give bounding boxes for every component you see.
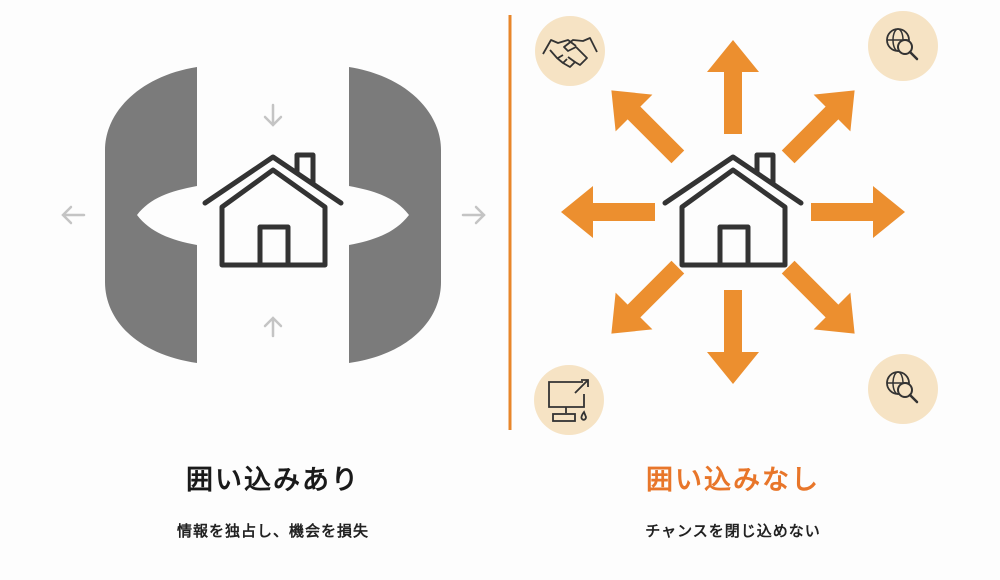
handshake-icon — [535, 16, 605, 86]
small-arrow-right-icon — [461, 205, 486, 225]
open-subtitle: チャンスを閉じ込めない — [645, 522, 821, 540]
arrow-up-right-icon — [769, 71, 874, 176]
right-wall — [349, 67, 441, 363]
enclosed-title: 囲い込みあり — [186, 465, 360, 496]
small-arrow-down-icon — [263, 103, 283, 127]
house-icon — [205, 155, 341, 265]
arrow-up-left-icon — [592, 71, 697, 176]
small-arrow-left-icon — [61, 205, 86, 225]
outward-arrows — [561, 40, 905, 384]
open-diagram — [534, 11, 938, 435]
house-icon — [665, 155, 801, 265]
arrow-down-icon — [707, 290, 759, 384]
enclosed-subtitle: 情報を独占し、機会を損失 — [176, 522, 369, 540]
left-wall — [105, 67, 197, 363]
arrow-up-icon — [707, 40, 759, 134]
small-arrow-up-icon — [263, 316, 283, 338]
globe-search-icon — [868, 354, 938, 424]
arrow-right-icon — [811, 186, 905, 238]
globe-search-icon — [868, 11, 938, 81]
open-title: 囲い込みなし — [646, 465, 820, 496]
arrow-left-icon — [561, 186, 655, 238]
enclosed-diagram — [61, 67, 486, 363]
computer-share-icon — [534, 365, 604, 435]
